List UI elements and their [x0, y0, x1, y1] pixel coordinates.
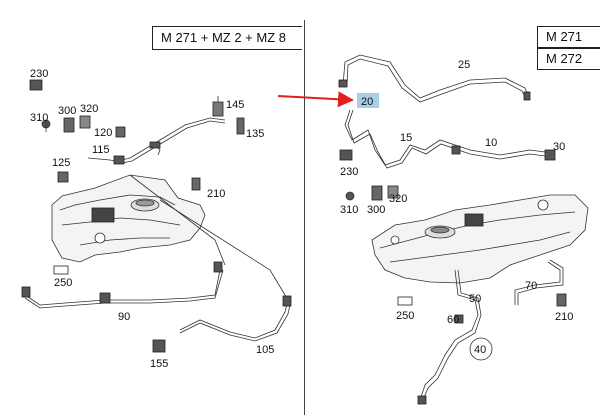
callout-30: 30: [553, 141, 565, 153]
pointer-arrow: [277, 91, 354, 108]
callout-320: 320: [80, 103, 98, 115]
callout-145: 145: [226, 99, 244, 111]
callout-60: 60: [447, 314, 459, 326]
left-panel-title: M 271 + MZ 2 + MZ 8: [152, 26, 302, 50]
callout-320-r: 320: [389, 193, 407, 205]
callout-105: 105: [256, 344, 274, 356]
callout-300: 300: [58, 105, 76, 117]
callout-310: 310: [30, 112, 48, 124]
callout-250: 250: [54, 277, 72, 289]
right-tank-drawing: [338, 54, 589, 405]
callout-210: 210: [207, 188, 225, 200]
left-callouts: 230 310 300 320 120 145 135 115 125 210 …: [30, 68, 274, 370]
part-20-highlight: [357, 93, 379, 108]
callout-300-r: 300: [367, 204, 385, 216]
callout-230: 230: [30, 68, 48, 80]
callout-50: 50: [469, 293, 481, 305]
callout-125: 125: [52, 157, 70, 169]
callout-15: 15: [400, 132, 412, 144]
callout-210-r: 210: [555, 311, 573, 323]
model-label-272: M 272: [537, 48, 600, 70]
model-label-271: M 271: [537, 26, 600, 48]
callout-115: 115: [92, 144, 110, 156]
callout-230-r: 230: [340, 166, 358, 178]
callout-120: 120: [94, 127, 112, 139]
right-callouts: 25 20 15 10 30 230 310 300 320 250 50 60…: [340, 59, 573, 356]
callout-10: 10: [485, 137, 497, 149]
callout-40: 40: [474, 344, 486, 356]
callout-70: 70: [525, 280, 537, 292]
callout-20: 20: [361, 96, 373, 108]
callout-155: 155: [150, 358, 168, 370]
panel-divider: [304, 20, 305, 415]
callout-25: 25: [458, 59, 470, 71]
callout-250-r: 250: [396, 310, 414, 322]
callout-310-r: 310: [340, 204, 358, 216]
callout-90: 90: [118, 311, 130, 323]
left-tank-drawing: [21, 79, 292, 353]
callout-135: 135: [246, 128, 264, 140]
